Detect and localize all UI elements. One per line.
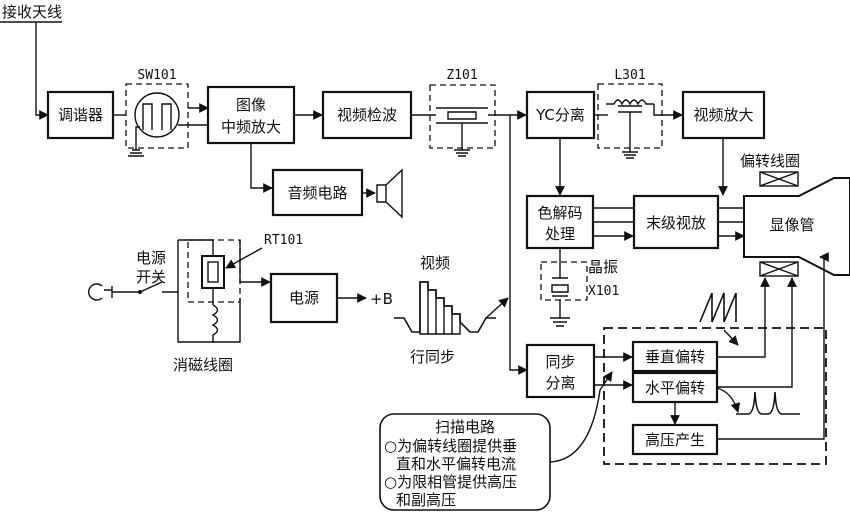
audio-block: 音频电路 bbox=[271, 168, 364, 217]
sync-sep-label-1: 同步 bbox=[545, 353, 575, 371]
horizontal-label: 水平偏转 bbox=[645, 379, 705, 397]
yoke-label: 偏转线圈 bbox=[740, 152, 800, 170]
z101-label: Z101 bbox=[446, 68, 477, 83]
note-pointer bbox=[549, 371, 613, 463]
yoke-top-icon bbox=[759, 171, 799, 187]
tuner-label: 调谐器 bbox=[58, 106, 103, 124]
yc-sep-block: YC分离 bbox=[525, 90, 596, 140]
antenna-to-tuner-wire bbox=[35, 22, 49, 120]
antenna-label: 接收天线 bbox=[2, 3, 62, 21]
pulse-arrow bbox=[716, 387, 741, 413]
yoke-bottom-icon bbox=[759, 261, 799, 277]
video-detect-block: 视频检波 bbox=[321, 90, 413, 140]
sw101-box bbox=[125, 83, 189, 149]
rt101-label: RT101 bbox=[264, 233, 303, 248]
wire-to-sync bbox=[509, 115, 528, 375]
power-switch-label-1: 电源 bbox=[136, 249, 166, 267]
if-amp-block: 图像 中频放大 bbox=[206, 85, 296, 145]
note-title: 扫描电路 bbox=[435, 418, 495, 436]
audio-label: 音频电路 bbox=[287, 184, 347, 202]
switch-contact-icon bbox=[138, 290, 142, 294]
color-decode-label-2: 处理 bbox=[545, 225, 575, 243]
wire-vert-yoke bbox=[717, 277, 770, 358]
wire-horiz-yoke bbox=[717, 277, 797, 388]
l301-label: L301 bbox=[614, 68, 645, 83]
x101-label: X101 bbox=[588, 284, 619, 299]
staircase-icon bbox=[419, 281, 461, 335]
crt-shape bbox=[743, 177, 850, 276]
hv-block: 高压产生 bbox=[631, 423, 719, 456]
power-block: 电源 bbox=[269, 272, 339, 324]
crt-label: 显像管 bbox=[769, 216, 814, 234]
plus-b-label: +B bbox=[370, 290, 393, 308]
wire-hv-crt bbox=[717, 252, 829, 440]
pulse-waveform-icon bbox=[736, 391, 800, 415]
vertical-block: 垂直偏转 bbox=[631, 340, 719, 373]
hsync-label: 行同步 bbox=[410, 348, 455, 366]
video-amp-block: 视频放大 bbox=[681, 90, 766, 140]
if-amp-label-1: 图像 bbox=[236, 96, 266, 114]
inductor-icon bbox=[606, 99, 654, 106]
sw101-label: SW101 bbox=[137, 68, 176, 83]
rt101-pointer bbox=[225, 247, 263, 269]
rt101-box bbox=[187, 239, 241, 303]
speaker-icon bbox=[376, 168, 403, 219]
sw101-ground-icon bbox=[128, 126, 144, 157]
yc-sep-label: YC分离 bbox=[535, 106, 585, 124]
wire-to-power bbox=[212, 240, 270, 282]
video-waveform-icon bbox=[394, 281, 496, 333]
tuner-block: 调谐器 bbox=[46, 90, 115, 140]
note-line-4: 和副高压 bbox=[396, 491, 456, 509]
wire-decode-final bbox=[593, 207, 633, 236]
thermistor-inner-icon bbox=[207, 261, 219, 283]
sawtooth-arrow bbox=[723, 329, 739, 346]
note-line-3: ○为限相管提供高压 bbox=[384, 473, 517, 491]
plug-icon bbox=[88, 283, 113, 301]
hv-label: 高压产生 bbox=[645, 431, 705, 449]
color-decode-block: 色解码 处理 bbox=[525, 194, 595, 250]
note-line-1: ○为偏转线圈提供垂 bbox=[384, 437, 517, 455]
video-waveform-arrow bbox=[485, 297, 509, 319]
power-label: 电源 bbox=[289, 289, 319, 307]
l301-capacitor-ground-icon bbox=[618, 105, 642, 159]
crystal-box bbox=[540, 261, 588, 301]
final-video-label: 末级视放 bbox=[646, 214, 706, 232]
if-amp-label-2: 中频放大 bbox=[221, 118, 281, 136]
sync-sep-block: 同步 分离 bbox=[525, 343, 596, 399]
sync-sep-label-2: 分离 bbox=[545, 374, 575, 392]
horizontal-block: 水平偏转 bbox=[631, 371, 719, 404]
video-label: 视频 bbox=[420, 254, 450, 272]
final-video-block: 末级视放 bbox=[632, 194, 720, 250]
power-switch-label-2: 开关 bbox=[136, 268, 166, 286]
video-amp-label: 视频放大 bbox=[693, 106, 753, 124]
crystal-label: 晶振 bbox=[588, 258, 618, 276]
power-switch-icon bbox=[112, 281, 178, 293]
thermistor-icon bbox=[201, 255, 225, 289]
trap-filter-icon bbox=[436, 107, 488, 157]
crystal-icon bbox=[550, 277, 570, 327]
sw101-circle-icon bbox=[134, 92, 180, 138]
scan-section-box bbox=[603, 327, 827, 465]
video-detect-label: 视频检波 bbox=[337, 106, 397, 124]
sawtooth-waveform-icon bbox=[699, 292, 737, 323]
vertical-label: 垂直偏转 bbox=[645, 348, 705, 366]
degauss-coil-icon bbox=[211, 288, 241, 343]
degauss-label: 消磁线圈 bbox=[173, 356, 233, 374]
wire-final-crt bbox=[718, 207, 744, 236]
note-line-2: 直和水平偏转电流 bbox=[396, 455, 516, 473]
color-decode-label-1: 色解码 bbox=[537, 204, 582, 222]
wire-l301-amp bbox=[653, 104, 683, 120]
wire-if-audio bbox=[250, 143, 273, 193]
saw-filter-icon bbox=[142, 103, 172, 130]
